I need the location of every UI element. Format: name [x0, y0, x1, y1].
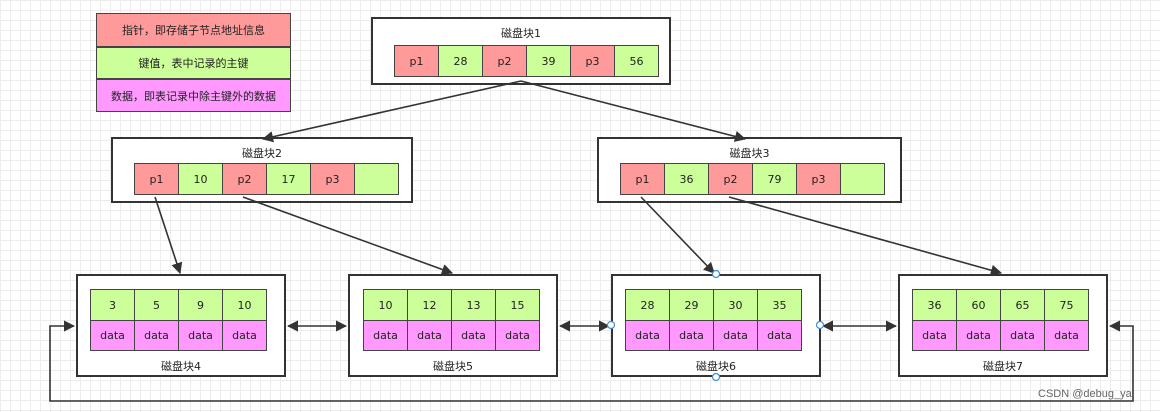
b6-key-4: 35 — [757, 289, 802, 321]
b3-cell-key-2: 79 — [752, 163, 797, 195]
connection-handle-top — [711, 269, 721, 279]
legend-data: 数据，即表记录中除主键外的数据 — [96, 79, 291, 112]
arrow-b3-to-b7 — [728, 196, 1003, 276]
b3-cell-p1: p1 — [620, 163, 665, 195]
b6-key-2: 29 — [669, 289, 714, 321]
arrow-b2-to-b4 — [154, 196, 183, 275]
legend-key-label: 键值，表中记录的主键 — [138, 57, 249, 70]
link-wraparound — [49, 320, 1134, 402]
b1-cell-key-2: 39 — [526, 45, 571, 77]
b1-cell-p1: p1 — [394, 45, 439, 77]
b2-cell-key-3 — [354, 163, 399, 195]
connection-handle-bottom — [711, 372, 721, 382]
disk-block-3-title: 磁盘块3 — [729, 147, 770, 160]
b1-cell-p3: p3 — [570, 45, 615, 77]
b2-cell-key-1: 10 — [178, 163, 223, 195]
disk-block-4-title: 磁盘块4 — [161, 360, 201, 373]
b1-cell-p2: p2 — [482, 45, 527, 77]
connection-handle-left — [606, 320, 616, 330]
arrow-b3-to-b6 — [640, 196, 715, 274]
legend-data-label: 数据，即表记录中除主键外的数据 — [111, 89, 276, 103]
b2-cell-p2: p2 — [222, 163, 267, 195]
legend-pointer: 指针，即存储子节点地址信息 — [96, 13, 291, 47]
b1-cell-key-3: 56 — [614, 45, 659, 77]
disk-block-5: 10 12 13 15 data data data data 磁盘块5 — [348, 274, 558, 377]
b6-key-1: 28 — [625, 289, 670, 321]
b7-key-4: 75 — [1044, 289, 1089, 321]
disk-block-6-title: 磁盘块6 — [696, 360, 736, 373]
b4-key-4: 10 — [222, 289, 267, 321]
watermark: CSDN @debug_ya — [1038, 388, 1132, 400]
connection-handle-right — [815, 320, 825, 330]
disk-block-1-title: 磁盘块1 — [501, 27, 541, 40]
arrow-b1-to-b2 — [261, 80, 522, 143]
b3-cell-p2: p2 — [708, 163, 753, 195]
legend-key: 键值，表中记录的主键 — [96, 47, 291, 79]
disk-block-3: 磁盘块3 p1 36 p2 79 p3 — [597, 137, 902, 203]
arrow-b2-to-b5 — [242, 196, 454, 275]
disk-block-1: 磁盘块1 p1 28 p2 39 p3 56 — [371, 17, 671, 85]
disk-block-2-title: 磁盘块2 — [242, 147, 282, 160]
legend-pointer-label: 指针，即存储子节点地址信息 — [122, 24, 265, 37]
b3-cell-key-3 — [840, 163, 885, 195]
b2-cell-p1: p1 — [134, 163, 179, 195]
b5-key-3: 13 — [451, 289, 496, 321]
disk-block-5-title: 磁盘块5 — [433, 360, 473, 373]
arrow-b1-to-b3 — [520, 80, 747, 142]
disk-block-7-title: 磁盘块7 — [983, 360, 1023, 373]
